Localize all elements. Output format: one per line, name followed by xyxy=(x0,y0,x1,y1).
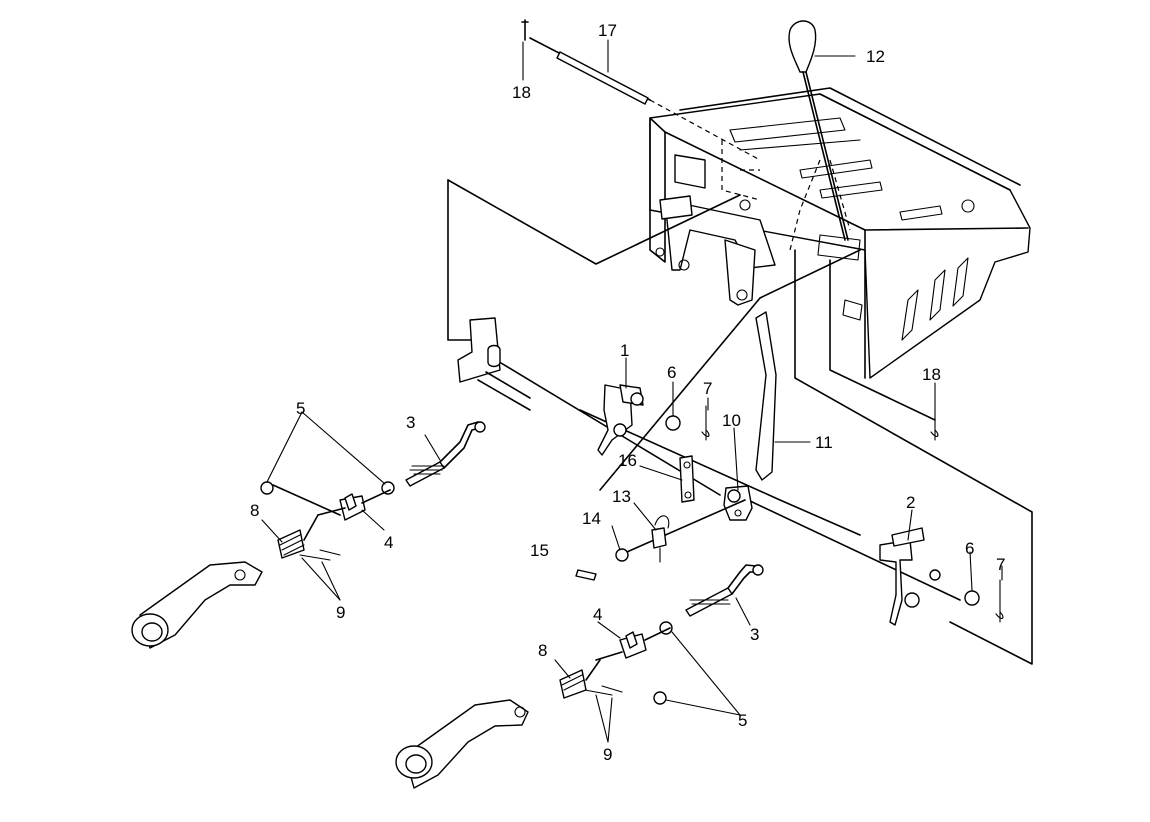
callout-8-right: 8 xyxy=(538,641,547,660)
washer-6-a xyxy=(665,415,681,431)
callout-14: 14 xyxy=(582,509,601,528)
left-assembly xyxy=(260,421,486,561)
callout-6-left: 6 xyxy=(667,363,676,382)
callout-9-right: 9 xyxy=(603,745,612,764)
callout-18-top: 18 xyxy=(512,83,531,102)
cotter-7-a xyxy=(701,405,710,441)
callout-17: 17 xyxy=(598,21,617,40)
callout-13: 13 xyxy=(612,487,631,506)
parts-13-14-15 xyxy=(575,499,746,581)
right-arm-pulley xyxy=(395,699,529,789)
callout-5-left: 5 xyxy=(296,399,305,418)
callout-4-left: 4 xyxy=(384,533,393,552)
callout-2: 2 xyxy=(906,493,915,512)
callout-3-left: 3 xyxy=(406,413,415,432)
callout-9-left: 9 xyxy=(336,603,345,622)
hidden-lines xyxy=(649,99,851,251)
left-arm-pulley xyxy=(131,561,263,649)
callout-5-right: 5 xyxy=(738,711,747,730)
frame-housing xyxy=(649,87,1031,379)
callout-10: 10 xyxy=(722,411,741,430)
callout-16: 16 xyxy=(618,451,637,470)
cotter-18-b xyxy=(930,399,939,441)
bracket-plate xyxy=(457,317,531,411)
callout-18-right: 18 xyxy=(922,365,941,384)
right-assembly xyxy=(559,527,1004,705)
callout-3-right: 3 xyxy=(750,625,759,644)
callout-1: 1 xyxy=(620,341,629,360)
shift-lever-12 xyxy=(788,20,849,241)
rod-17 xyxy=(521,19,651,105)
callout-7-left: 7 xyxy=(703,379,712,398)
lever-1 xyxy=(597,384,644,456)
callout-15: 15 xyxy=(530,541,549,560)
callout-7-right: 7 xyxy=(996,555,1005,574)
callout-labels: 1 2 3 3 4 4 5 5 6 6 7 7 8 8 9 9 10 11 12… xyxy=(250,21,1005,764)
leader-lines xyxy=(261,39,1003,743)
bracket-16 xyxy=(679,455,695,503)
outline-lines xyxy=(447,179,1033,665)
callout-12: 12 xyxy=(866,47,885,66)
callout-11: 11 xyxy=(815,433,833,452)
callout-6-right: 6 xyxy=(965,539,974,558)
callout-4-right: 4 xyxy=(593,605,602,624)
callout-8-left: 8 xyxy=(250,501,259,520)
rod-11 xyxy=(755,311,777,481)
